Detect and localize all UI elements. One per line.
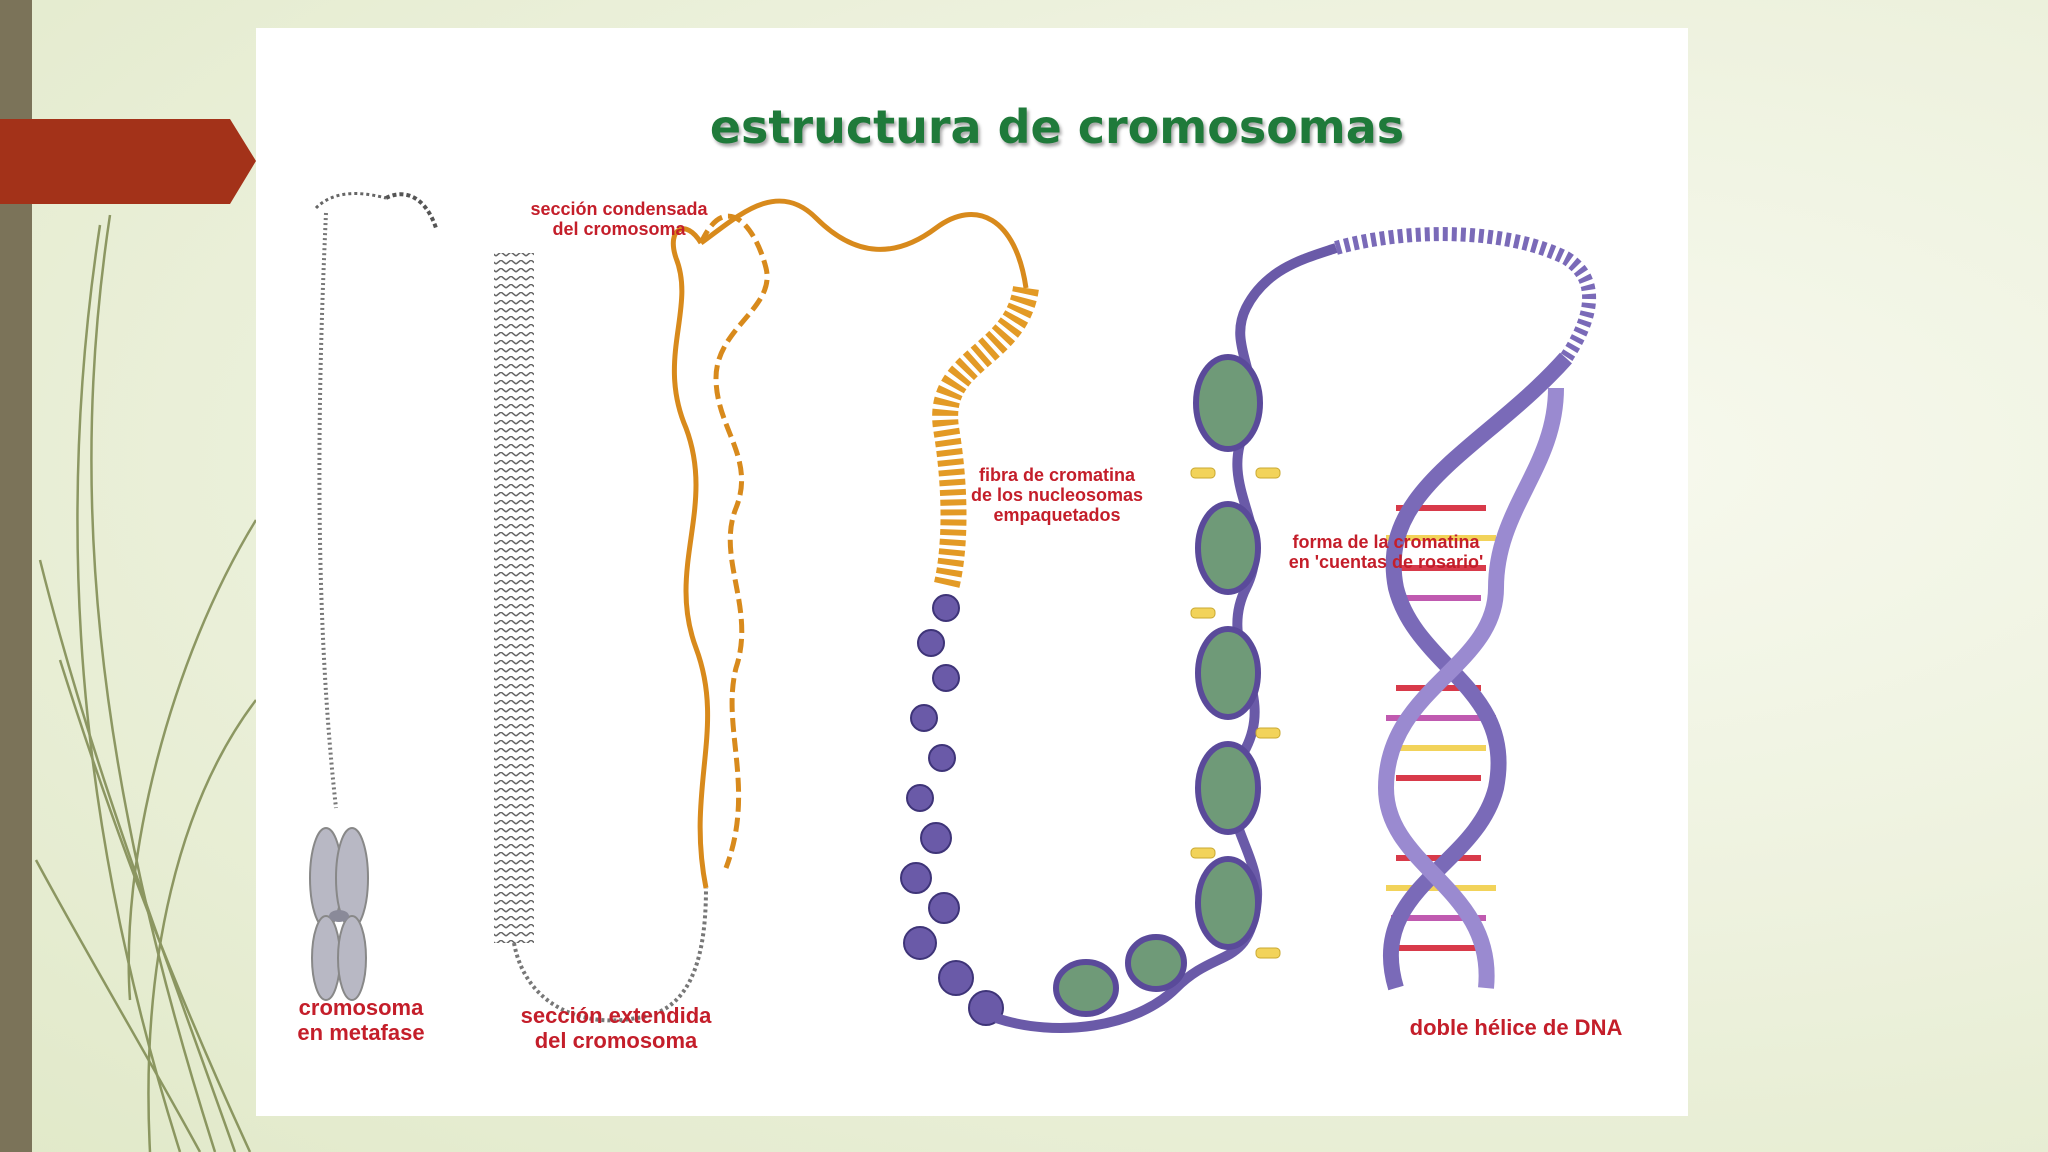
red-ribbon-marker bbox=[0, 119, 256, 204]
extended-section-coil bbox=[670, 198, 1029, 889]
metaphase-chromosome bbox=[309, 192, 387, 1001]
beads-on-a-string bbox=[994, 243, 1338, 1033]
chromatin-fiber bbox=[932, 285, 1039, 592]
label-dna-double-helix: doble hélice de DNA bbox=[1409, 1015, 1623, 1040]
dna-double-helix bbox=[1377, 352, 1572, 991]
label-condensed-section: sección condensada del cromosoma bbox=[530, 199, 708, 240]
label-metaphase-chromosome: cromosoma en metafase bbox=[297, 995, 425, 1045]
label-beads-on-string: forma de la cromatina en 'cuentas de ros… bbox=[1288, 532, 1484, 573]
packaged-nucleosomes bbox=[900, 594, 1004, 1026]
label-chromatin-fiber: fibra de cromatina de los nucleosomas em… bbox=[970, 465, 1144, 526]
label-extended-section: sección extendida del cromosoma bbox=[520, 1003, 712, 1053]
chromosome-illustration bbox=[309, 192, 1597, 1033]
figure-title: estructura de cromosomas bbox=[709, 100, 1405, 154]
chromosome-structure-figure: estructura de cromosomas sección condens… bbox=[256, 28, 1688, 1116]
top-coil bbox=[1334, 227, 1597, 362]
condensed-section-coil bbox=[385, 192, 708, 1023]
